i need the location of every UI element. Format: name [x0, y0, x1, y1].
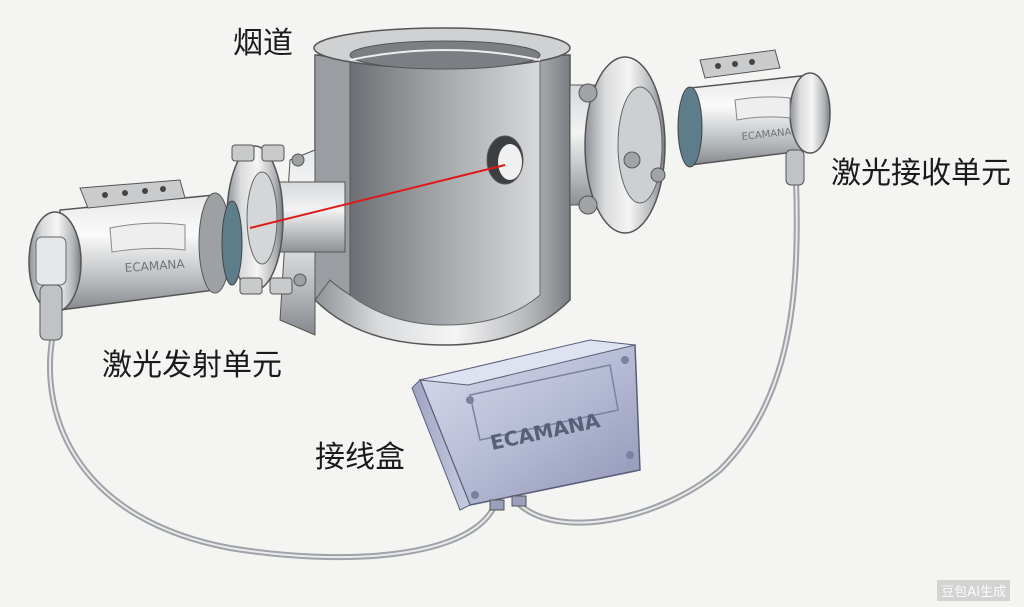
laser-beam	[249, 164, 506, 229]
watermark: 豆包AI生成	[937, 580, 1010, 601]
emitter-brand: ECAMANA	[124, 257, 186, 275]
junction-box-label: 接线盒	[315, 440, 405, 475]
receiver-flange	[569, 56, 666, 234]
flue-label: 烟道	[233, 26, 293, 61]
emitter-label: 激光发射单元	[102, 348, 282, 383]
emitter-cable-highlight	[49, 339, 496, 559]
laser-receiver-unit: ECAMANA	[677, 49, 831, 186]
receiver-cable-highlight	[519, 179, 798, 524]
junction-box: ECAMANA	[411, 339, 641, 511]
laser-emitter-unit: ECAMANA	[28, 179, 243, 341]
emitter-flange	[226, 144, 307, 295]
receiver-brand: ECAMANA	[741, 127, 792, 143]
receiver-label: 激光接收单元	[831, 156, 1011, 191]
